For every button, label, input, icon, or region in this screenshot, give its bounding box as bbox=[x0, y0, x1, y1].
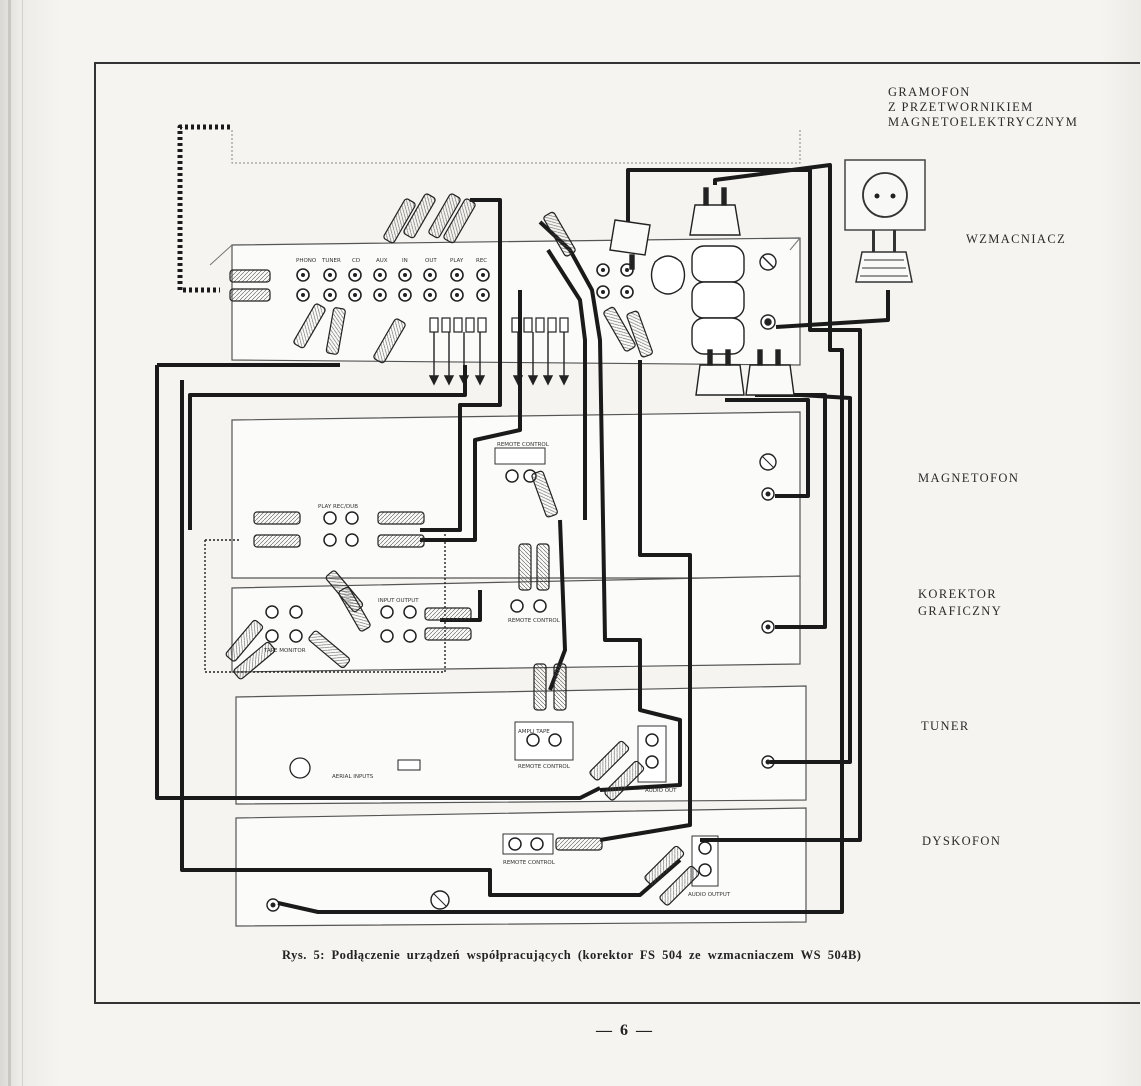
cable-tuner-power bbox=[770, 393, 852, 764]
svg-text:TUNER: TUNER bbox=[321, 258, 341, 264]
label-turntable: GRAMOFON Z PRZETWORNIKIEM MAGNETOELEKTRY… bbox=[888, 85, 1079, 129]
svg-text:REMOTE CONTROL: REMOTE CONTROL bbox=[503, 860, 556, 866]
label-tape-deck: MAGNETOFON bbox=[918, 471, 1020, 485]
amp-ac-outlets bbox=[650, 245, 777, 355]
svg-text:PLAY REC/DUB: PLAY REC/DUB bbox=[318, 504, 358, 510]
binding-edge-line bbox=[22, 0, 23, 1086]
svg-text:AMPLI TAPE: AMPLI TAPE bbox=[518, 729, 550, 735]
svg-text:REMOTE CONTROL: REMOTE CONTROL bbox=[508, 618, 561, 624]
turntable-cable bbox=[177, 124, 230, 293]
figure-frame bbox=[94, 62, 1140, 1004]
tape-deck-panel bbox=[231, 411, 801, 579]
speaker-terminals bbox=[429, 317, 569, 333]
turntable-outline bbox=[231, 130, 801, 164]
dotted-links bbox=[204, 530, 446, 673]
svg-text:PHONO: PHONO bbox=[296, 258, 317, 264]
label-cd-player: DYSKOFON bbox=[922, 834, 1002, 848]
cable-tape-play bbox=[188, 365, 467, 530]
equalizer-panel bbox=[231, 575, 801, 673]
binding-edge bbox=[8, 0, 11, 1086]
svg-text:PLAY: PLAY bbox=[450, 258, 464, 264]
svg-text:OUT: OUT bbox=[425, 258, 437, 264]
svg-text:REMOTE CONTROL: REMOTE CONTROL bbox=[497, 442, 550, 448]
cd-player-panel bbox=[235, 807, 807, 927]
label-equalizer: KOREKTOR GRAFICZNY bbox=[918, 587, 1003, 618]
rca-plugs bbox=[225, 193, 700, 906]
svg-text:CD: CD bbox=[352, 258, 360, 264]
svg-text:INPUT OUTPUT: INPUT OUTPUT bbox=[378, 598, 419, 604]
power-plugs bbox=[609, 187, 795, 396]
svg-text:TAPE MONITOR: TAPE MONITOR bbox=[263, 648, 306, 654]
svg-text:AERIAL INPUTS: AERIAL INPUTS bbox=[332, 774, 374, 780]
svg-text:AUDIO OUT: AUDIO OUT bbox=[645, 788, 677, 794]
page-number: — 6 — bbox=[596, 1022, 654, 1039]
cables bbox=[155, 124, 890, 914]
cable-tape-power bbox=[725, 398, 810, 498]
panel-text: PHONO TUNER CD AUX IN OUT PLAY REC REMOT… bbox=[263, 258, 731, 898]
svg-text:AUX: AUX bbox=[376, 258, 388, 264]
label-tuner: TUNER bbox=[921, 719, 970, 733]
cable-cd-power bbox=[277, 163, 844, 914]
mains-plug bbox=[855, 230, 913, 283]
cable-remote-1 bbox=[538, 220, 682, 792]
cable-tape-rec bbox=[420, 198, 502, 532]
cable-tuner-out bbox=[155, 365, 601, 800]
mains-socket bbox=[844, 159, 926, 231]
svg-text:AUDIO OUTPUT: AUDIO OUTPUT bbox=[688, 892, 731, 898]
cable-amp-right bbox=[626, 168, 862, 842]
figure-caption: Rys. 5: Podłączenie urządzeń współpracuj… bbox=[282, 948, 862, 962]
svg-text:REMOTE CONTROL: REMOTE CONTROL bbox=[518, 764, 571, 770]
label-amplifier: WZMACNIACZ bbox=[966, 232, 1067, 246]
cable-cd-out bbox=[180, 380, 682, 897]
svg-text:REC: REC bbox=[476, 258, 487, 264]
tuner-panel bbox=[235, 685, 807, 805]
svg-text:IN: IN bbox=[402, 258, 408, 264]
